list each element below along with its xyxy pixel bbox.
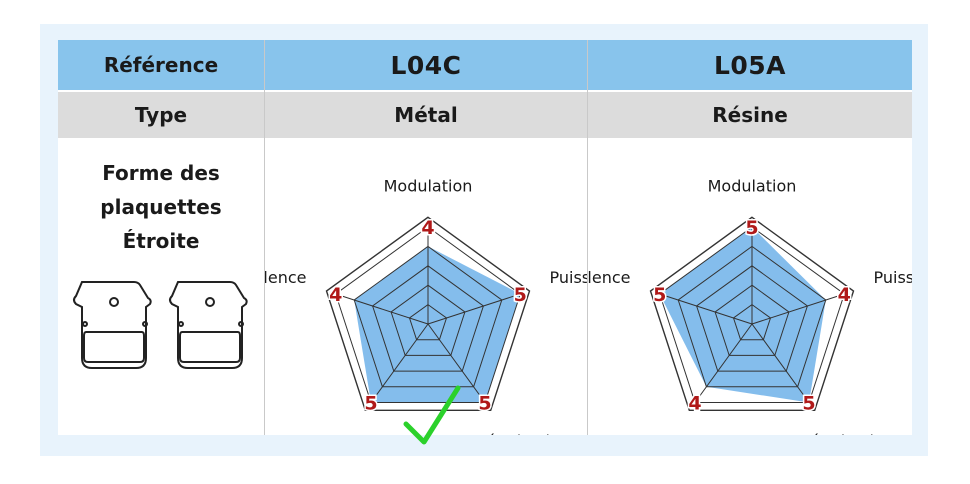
- pad-shape-line: Forme des: [102, 161, 220, 185]
- data-label: 5: [802, 393, 815, 415]
- radar-grid-level: [372, 265, 484, 372]
- axis-label: Durée de vie: [458, 431, 560, 435]
- data-label: 5: [364, 393, 377, 415]
- type-label: Type: [58, 92, 264, 138]
- radar-spoke: [659, 293, 753, 325]
- radar-grid-level: [732, 303, 772, 341]
- data-label: 4: [421, 217, 434, 239]
- radar-spoke: [751, 293, 845, 325]
- column-divider: [264, 40, 265, 435]
- column-1-reference: L04C: [265, 40, 587, 90]
- radar-spoke: [427, 293, 521, 325]
- brake-pad-icon: [73, 281, 248, 369]
- series-area: [354, 246, 521, 403]
- axis-label: Puissance: [874, 268, 913, 287]
- column-2-reference: L05A: [588, 40, 912, 90]
- axis-label: Modulation: [708, 176, 797, 195]
- axis-label: Silence: [265, 268, 307, 287]
- data-label: 4: [329, 284, 342, 306]
- radar-spoke: [335, 293, 429, 325]
- reference-label: Référence: [58, 40, 264, 90]
- data-label: 4: [838, 284, 851, 306]
- series-area: [659, 227, 826, 403]
- radar-grid-level: [659, 226, 845, 403]
- radar-grid-level: [696, 265, 808, 372]
- axis-label: Modulation: [384, 176, 473, 195]
- radar-spoke: [694, 323, 753, 403]
- radar-outer-frame: [649, 216, 855, 411]
- data-label: 5: [745, 217, 758, 239]
- axis-label: Durée de vie: [782, 431, 884, 435]
- pad-shape-line: plaquettes: [100, 195, 222, 219]
- check-mark-icon: [403, 385, 461, 445]
- radar-chart-l04c: ModulationPuissanceDurée de vie Constance…: [265, 176, 588, 435]
- axis-label: Puissance: [550, 268, 588, 287]
- radar-grid-level: [714, 284, 790, 356]
- radar-spoke: [751, 323, 810, 403]
- radar-outer-frame: [325, 216, 531, 411]
- data-label: 5: [478, 393, 491, 415]
- axis-label: Silence: [588, 268, 631, 287]
- radar-grid-level: [390, 284, 466, 356]
- column-divider: [587, 40, 588, 435]
- pad-shape-line: Étroite: [122, 229, 200, 253]
- radar-spoke: [427, 323, 486, 403]
- data-label: 5: [653, 284, 666, 306]
- radar-grid-level: [353, 245, 503, 388]
- column-1-type: Métal: [265, 92, 587, 138]
- data-label: 4: [688, 393, 701, 415]
- axis-label: Constance: [305, 431, 389, 435]
- radar-chart-l05a: ModulationPuissanceDurée de vie Constance…: [588, 176, 913, 435]
- radar-grid-level: [677, 245, 827, 388]
- data-label: 5: [514, 284, 527, 306]
- radar-grid-level: [335, 226, 521, 403]
- radar-spoke: [370, 323, 429, 403]
- pad-shape-label: Forme des plaquettes Étroite: [58, 156, 264, 258]
- axis-label: Constance: [629, 431, 713, 435]
- radar-grid-level: [408, 303, 448, 341]
- column-2-type: Résine: [588, 92, 912, 138]
